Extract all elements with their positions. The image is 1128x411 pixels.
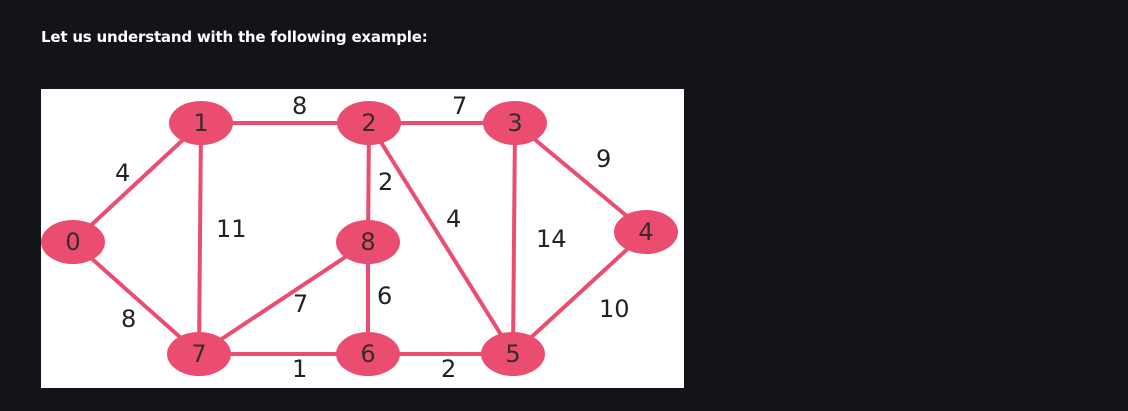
edge-weight-7-8: 7 (293, 290, 308, 318)
node-circle-2 (337, 101, 401, 145)
node-4: 4 (614, 210, 678, 254)
edge-weight-1-2: 8 (292, 92, 307, 120)
edge-weight-0-1: 4 (115, 159, 130, 187)
node-circle-7 (167, 332, 231, 376)
edge-weight-6-7: 1 (292, 355, 307, 383)
node-circle-6 (336, 332, 400, 376)
edge-4-5 (511, 230, 648, 356)
node-2: 2 (337, 101, 401, 145)
edge-weight-3-5: 14 (536, 225, 567, 253)
weights-layer: 4 8 8 11 7 2 4 9 14 10 2 1 6 7 (115, 92, 630, 383)
edge-weight-3-4: 9 (596, 145, 611, 173)
edge-weight-6-8: 6 (377, 282, 392, 310)
node-label-2: 2 (361, 109, 376, 137)
edge-2-5 (367, 121, 515, 356)
edge-0-1 (71, 121, 203, 244)
edge-7-8 (197, 240, 370, 356)
intro-text: Let us understand with the following exa… (41, 28, 428, 46)
node-circle-5 (481, 332, 545, 376)
edge-3-5 (511, 122, 517, 355)
node-label-1: 1 (193, 109, 208, 137)
edge-weight-2-5: 4 (446, 205, 461, 233)
node-label-0: 0 (65, 228, 80, 256)
node-label-8: 8 (360, 228, 375, 256)
graph-diagram: 4 8 8 11 7 2 4 9 14 10 2 1 6 7 0 1 2 3 4 5 6 7 8 (41, 92, 678, 383)
node-label-5: 5 (505, 340, 520, 368)
edge-3-4 (513, 121, 648, 234)
node-circle-1 (169, 101, 233, 145)
node-circle-4 (614, 210, 678, 254)
nodes-layer: 0 1 2 3 4 5 6 7 8 (41, 101, 678, 376)
node-label-6: 6 (360, 340, 375, 368)
edge-weight-0-7: 8 (121, 305, 136, 333)
edge-weight-1-7: 11 (216, 215, 247, 243)
node-label-3: 3 (507, 109, 522, 137)
node-label-4: 4 (638, 218, 653, 246)
edge-0-7 (71, 240, 201, 356)
edge-weight-2-8: 2 (378, 168, 393, 196)
node-circle-8 (336, 220, 400, 264)
node-1: 1 (169, 101, 233, 145)
edge-weight-4-5: 10 (599, 295, 630, 323)
edge-1-7 (197, 122, 203, 355)
node-3: 3 (483, 101, 547, 145)
edge-weight-2-3: 7 (452, 92, 467, 120)
node-7: 7 (167, 332, 231, 376)
node-0: 0 (41, 220, 105, 264)
graph-panel: 4 8 8 11 7 2 4 9 14 10 2 1 6 7 0 1 2 3 4 5 6 7 8 (41, 89, 684, 388)
node-5: 5 (481, 332, 545, 376)
node-circle-3 (483, 101, 547, 145)
node-8: 8 (336, 220, 400, 264)
edge-weight-5-6: 2 (441, 355, 456, 383)
node-circle-0 (41, 220, 105, 264)
node-label-7: 7 (191, 340, 206, 368)
node-6: 6 (336, 332, 400, 376)
